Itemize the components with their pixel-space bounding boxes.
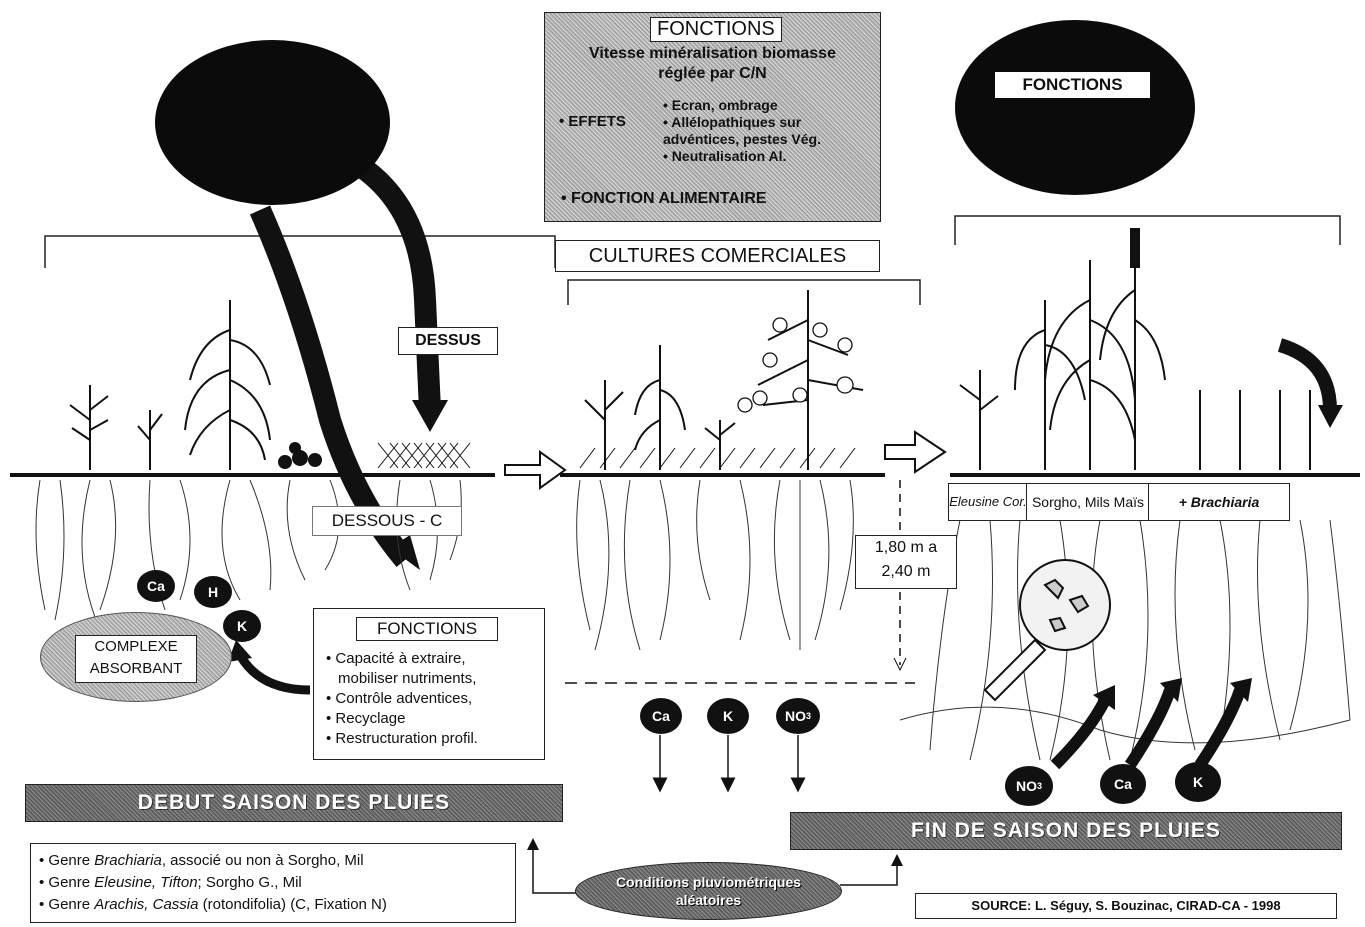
depth-line1: 1,80 m a: [856, 536, 956, 560]
complexe-absorbant: COMPLEXE ABSORBANT: [40, 612, 232, 702]
source-label: SOURCE: L. Séguy, S. Bouzinac, CIRAD-CA …: [915, 893, 1337, 919]
genre-item: • Genre Brachiaria, associé ou non à Sor…: [39, 850, 364, 872]
right-roots: [900, 520, 1350, 760]
species-brachiaria: + Brachiaria: [1148, 483, 1290, 521]
root-fonctions-title: FONCTIONS: [356, 617, 498, 641]
top-fonctions-panel: FONCTIONS Vitesse minéralisation biomass…: [544, 12, 881, 222]
hollow-arrow-1: [505, 452, 565, 488]
root-fonctions-box: FONCTIONS • Capacité à extraire, mobilis…: [313, 608, 545, 760]
top-fonctions-line1: Vitesse minéralisation biomasse: [545, 45, 880, 63]
complexe-line2: ABSORBANT: [76, 658, 196, 680]
root-fonctions-item: • Restructuration profil.: [326, 729, 478, 749]
top-fonctions-title: FONCTIONS: [650, 17, 782, 42]
species-eleusine-label: Eleusine Cor.: [949, 494, 1027, 510]
conditions-line2: aléatoires: [576, 891, 841, 909]
ion-ca-right: Ca: [1100, 764, 1146, 804]
banner-fin-saison: FIN DE SAISON DES PLUIES: [790, 812, 1342, 850]
root-fonctions-item: • Contrôle adventices,: [326, 689, 478, 709]
ion-ca-left: Ca: [137, 570, 175, 602]
species-eleusine: Eleusine Cor.: [948, 483, 1028, 521]
conditions-pluviometriques: Conditions pluviométriques aléatoires: [575, 862, 842, 920]
magnifier-icon: [985, 560, 1110, 700]
left-plants: [70, 300, 270, 470]
dessous-label: DESSOUS - C: [312, 506, 462, 536]
root-fonctions-item: mobiliser nutriments,: [326, 669, 478, 689]
genre-list-box: • Genre Brachiaria, associé ou non à Sor…: [30, 843, 516, 923]
hollow-arrow-2: [885, 432, 945, 472]
ion-k-right: K: [1175, 762, 1221, 802]
root-fonctions-list: • Capacité à extraire, mobiliser nutrime…: [326, 649, 478, 749]
ion-k-middle: K: [707, 698, 749, 734]
complexe-line1: COMPLEXE: [76, 636, 196, 658]
root-fonctions-item: • Capacité à extraire,: [326, 649, 478, 669]
top-fonctions-line2: réglée par C/N: [545, 65, 880, 83]
conditions-line1: Conditions pluviométriques: [576, 873, 841, 891]
species-sorgho: Sorgho, Mils Maïs: [1026, 483, 1150, 521]
effets-item: advéntices, pestes Vég.: [663, 131, 821, 148]
species-brachiaria-label: + Brachiaria: [1179, 494, 1260, 510]
effets-label: • EFFETS: [559, 113, 626, 130]
right-function-circle: FONCTIONS: [955, 20, 1195, 195]
fonction-alimentaire: • FONCTION ALIMENTAIRE: [561, 190, 767, 208]
genre-item: • Genre Arachis, Cassia (rotondifolia) (…: [39, 894, 387, 916]
ion-h-left: H: [194, 576, 232, 608]
effets-item: • Ecran, ombrage: [663, 97, 821, 114]
effets-list: • Ecran, ombrage • Allélopathiques sur a…: [663, 97, 821, 165]
ion-k-left: K: [223, 610, 261, 642]
genre-item: • Genre Eleusine, Tifton; Sorgho G., Mil: [39, 872, 302, 894]
species-sorgho-label: Sorgho, Mils Maïs: [1032, 494, 1144, 510]
root-fonctions-item: • Recyclage: [326, 709, 478, 729]
ion-ca-middle: Ca: [640, 698, 682, 734]
effets-item: • Neutralisation Al.: [663, 148, 821, 165]
depth-line2: 2,40 m: [856, 560, 956, 584]
right-fonctions-title: FONCTIONS: [995, 72, 1150, 98]
dessus-label: DESSUS: [398, 327, 498, 355]
left-function-circle: [155, 40, 390, 205]
banner-debut-saison: DEBUT SAISON DES PLUIES: [25, 784, 563, 822]
cultures-commerciales-label: CULTURES COMERCIALES: [555, 240, 880, 272]
depth-label: 1,80 m a 2,40 m: [855, 535, 957, 589]
center-roots: [577, 480, 854, 650]
effets-item: • Allélopathiques sur: [663, 114, 821, 131]
center-plants: [585, 290, 863, 470]
